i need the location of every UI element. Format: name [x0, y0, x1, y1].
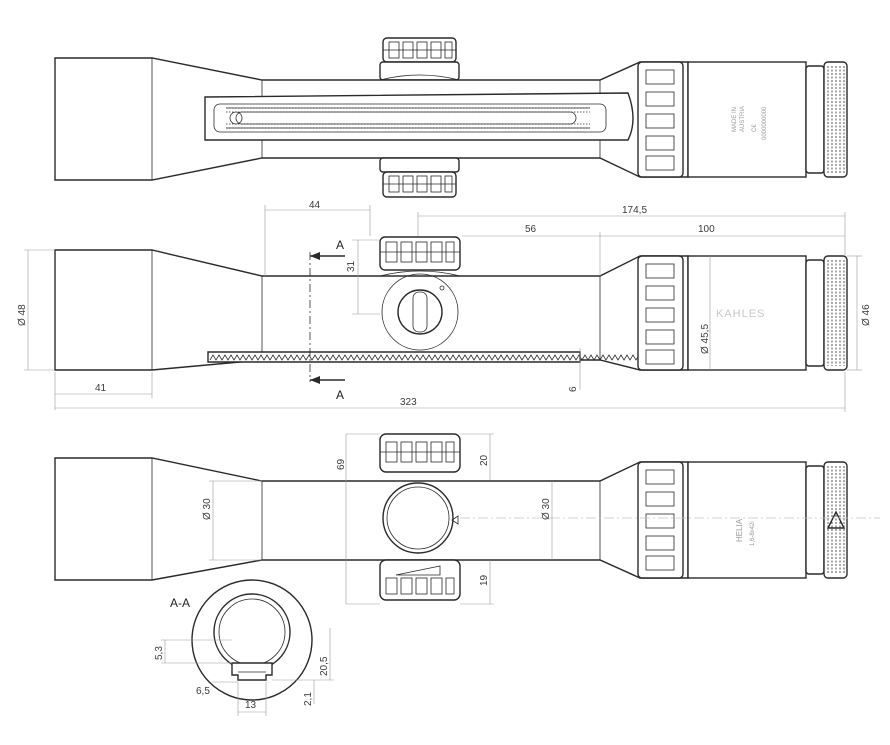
section-letter-top: A	[336, 238, 344, 252]
marking-model: HELIA	[735, 518, 744, 542]
top-view: MADE IN AUSTRIA C€ 0000000000	[54, 37, 848, 198]
dim-41: 41	[95, 383, 107, 394]
dim-20-5: 20,5	[319, 656, 330, 676]
top-eyepiece-knurl	[827, 66, 845, 173]
section-view-label: A-A	[170, 596, 190, 610]
marking-austria: AUSTRIA	[740, 106, 746, 132]
section-arrow-bottom: A	[310, 376, 345, 402]
marking-ce: C€	[752, 124, 758, 132]
dim-diameter-30-right: Ø 30	[541, 498, 552, 520]
section-arrow-top: A	[310, 238, 345, 260]
dim-6: 6	[568, 386, 579, 392]
side-view: KAHLES A A	[54, 236, 848, 402]
top-eyepiece-markings: MADE IN AUSTRIA C€ 0000000000	[732, 106, 768, 140]
dim-31: 31	[346, 260, 357, 272]
dim-diameter-45-5: Ø 45,5	[700, 324, 711, 354]
top-turret-knurl	[383, 41, 456, 59]
dim-diameter-30-left: Ø 30	[202, 498, 213, 520]
dim-6-5: 6,5	[196, 686, 210, 697]
dim-56: 56	[525, 224, 537, 235]
dimension-lines: 44 174,5 56 100 31 Ø 48 Ø 46 Ø 45,5	[17, 200, 872, 716]
dim-diameter-46: Ø 46	[861, 304, 872, 326]
dim-5-3: 5,3	[154, 646, 165, 660]
marking-magnification: 1,6-8x42i	[750, 521, 756, 546]
brand-label: KAHLES	[716, 308, 765, 320]
dim-44: 44	[309, 200, 321, 211]
marking-serial: 0000000000	[762, 106, 768, 140]
bottom-eyepiece-markings: HELIA 1,6-8x42i	[735, 518, 756, 546]
dim-13: 13	[245, 700, 257, 711]
warning-triangle-icon	[826, 510, 846, 529]
dim-20: 20	[479, 454, 490, 466]
section-a-a: A-A	[170, 579, 313, 701]
marking-made-in: MADE IN	[732, 107, 738, 132]
dim-diameter-48: Ø 48	[17, 304, 28, 326]
section-letter-bottom: A	[336, 388, 344, 402]
dim-100: 100	[698, 224, 715, 235]
top-zoom-ring-ribs	[645, 69, 675, 171]
dim-69: 69	[336, 458, 347, 470]
dim-19: 19	[479, 574, 490, 586]
dim-174-5: 174,5	[622, 205, 647, 216]
dim-2-1: 2,1	[303, 692, 314, 706]
dim-323: 323	[400, 397, 417, 408]
bottom-view: HELIA 1,6-8x42i	[54, 433, 880, 601]
